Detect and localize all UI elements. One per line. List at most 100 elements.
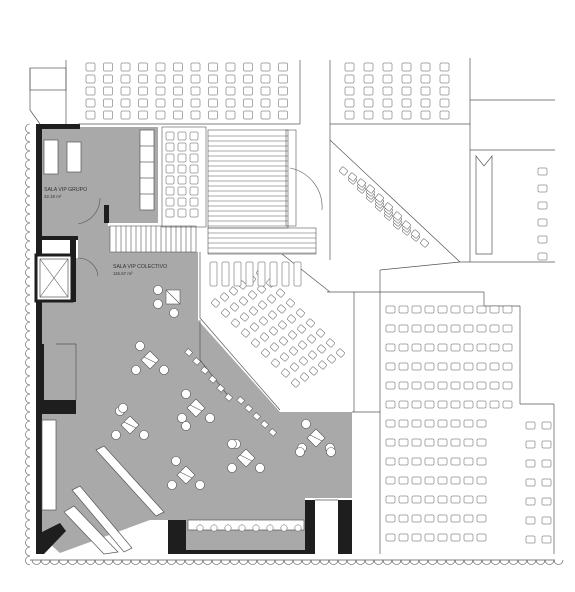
- tree-outline: [25, 537, 31, 548]
- tree-outline: [85, 559, 96, 565]
- seat: [278, 86, 288, 96]
- tree-outline: [25, 420, 31, 431]
- bar-back-counter: [63, 505, 119, 555]
- tree-outline: [25, 366, 31, 377]
- seat: [424, 495, 435, 504]
- room-labels: SALA VIP GRUPO 32.19 m² SALA VIP COLECTI…: [44, 187, 167, 276]
- seat: [398, 343, 409, 352]
- corridor-floor: [78, 226, 110, 260]
- seat: [357, 178, 366, 188]
- seat: [120, 62, 131, 72]
- room-name-grupo: SALA VIP GRUPO: [44, 187, 87, 193]
- seat: [424, 305, 435, 314]
- bar-stool: [216, 384, 225, 393]
- seat: [257, 261, 266, 287]
- seat: [260, 86, 271, 96]
- seat: [541, 440, 552, 449]
- seat: [190, 98, 201, 108]
- seat: [401, 98, 412, 108]
- tree-outline: [25, 348, 31, 359]
- seat: [189, 197, 199, 207]
- seat: [177, 131, 187, 141]
- seat: [225, 86, 236, 96]
- seat: [502, 362, 513, 371]
- seat: [270, 342, 279, 352]
- tree-outline: [25, 528, 31, 539]
- seat: [385, 400, 396, 409]
- seat: [401, 110, 412, 120]
- seat: [476, 324, 487, 333]
- seat: [463, 400, 474, 409]
- seat: [290, 362, 299, 372]
- tree-outline: [25, 339, 31, 350]
- seat: [138, 74, 148, 84]
- stool: [139, 430, 149, 440]
- seat: [411, 476, 422, 485]
- seat: [398, 381, 409, 390]
- bar-stool: [192, 357, 201, 366]
- seat: [502, 381, 513, 390]
- seat: [398, 514, 409, 523]
- tree-outline: [517, 559, 528, 565]
- stool: [153, 285, 163, 295]
- seat: [437, 324, 448, 333]
- stool: [135, 341, 145, 351]
- tree-outline: [25, 474, 31, 485]
- seat: [411, 362, 422, 371]
- tree-outline: [25, 375, 31, 386]
- tree-outline: [391, 559, 402, 565]
- seat: [280, 352, 289, 362]
- seat: [437, 514, 448, 523]
- stool: [227, 463, 237, 473]
- seat: [437, 381, 448, 390]
- seat: [240, 312, 249, 322]
- seat: [450, 343, 461, 352]
- seat: [344, 74, 355, 84]
- seat: [165, 164, 175, 174]
- seat: [439, 86, 450, 96]
- tree-outline: [49, 559, 60, 565]
- tree-outline: [25, 546, 31, 557]
- seat: [231, 318, 240, 328]
- tree-outline: [301, 559, 312, 565]
- tree-outline: [25, 312, 31, 323]
- seat: [411, 457, 422, 466]
- seat: [165, 131, 175, 141]
- tree-outline: [25, 159, 31, 170]
- seat: [424, 343, 435, 352]
- wall-southeast-pier: [305, 500, 315, 554]
- seat: [502, 324, 513, 333]
- seating-block-far-east: [525, 167, 552, 544]
- seat: [437, 438, 448, 447]
- seat: [225, 74, 236, 84]
- seat: [437, 305, 448, 314]
- seat: [450, 495, 461, 504]
- tree-outline: [229, 559, 240, 565]
- wall-south: [186, 550, 306, 554]
- seat: [398, 305, 409, 314]
- seat: [463, 381, 474, 390]
- seat: [249, 306, 258, 316]
- seat: [289, 346, 298, 356]
- seat: [398, 362, 409, 371]
- tree-outline: [121, 559, 132, 565]
- tree-outline: [25, 483, 31, 494]
- table-line: [165, 289, 181, 305]
- seat: [463, 362, 474, 371]
- seat: [344, 110, 355, 120]
- seat: [424, 514, 435, 523]
- seat: [489, 343, 500, 352]
- seat: [463, 419, 474, 428]
- seat: [85, 98, 96, 108]
- seat: [155, 74, 166, 84]
- seat: [278, 320, 287, 330]
- seat: [363, 98, 374, 108]
- stool: [326, 447, 336, 457]
- elevator: [34, 253, 74, 303]
- tree-outline: [319, 559, 330, 565]
- seat: [260, 98, 271, 108]
- seat: [450, 457, 461, 466]
- tree-outline: [25, 231, 31, 242]
- seat: [173, 74, 183, 84]
- seat: [344, 98, 355, 108]
